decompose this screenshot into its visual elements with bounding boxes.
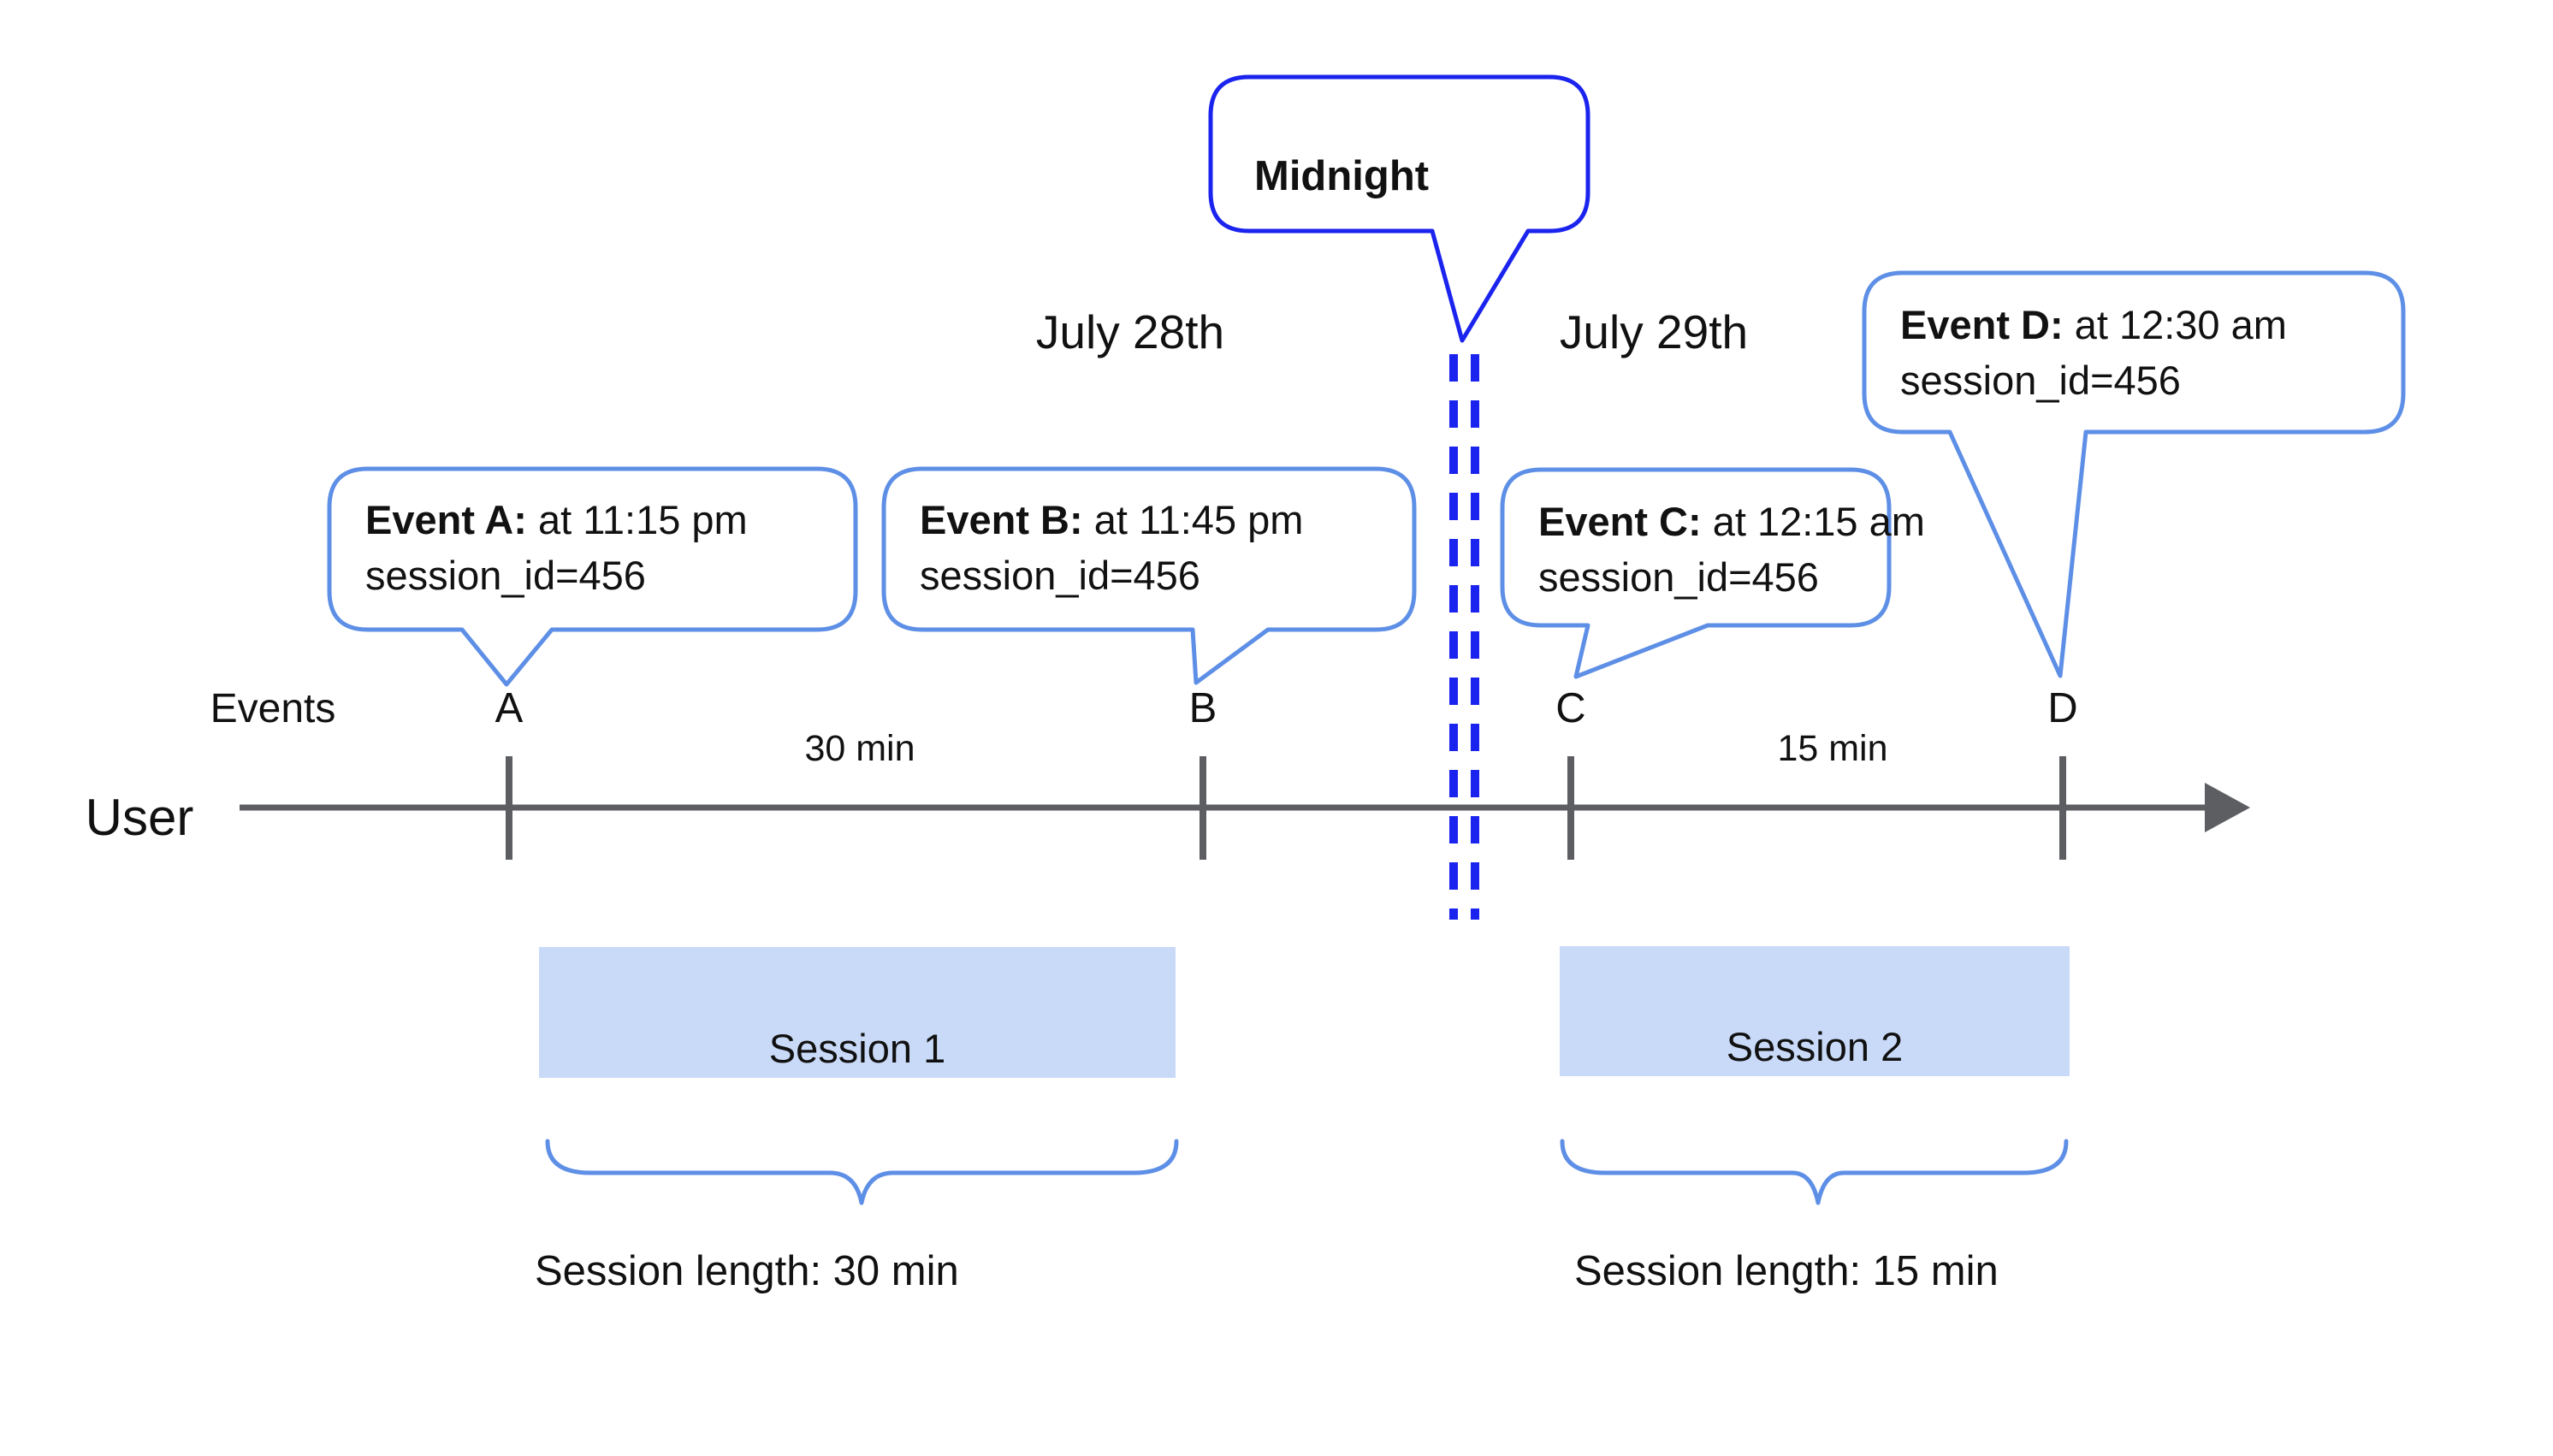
event-c-callout-outline — [1500, 467, 1892, 679]
event-a-callout-outline — [327, 466, 858, 687]
interval-label-15min: 15 min — [1777, 728, 1888, 769]
session-1-label: Session 1 — [768, 1026, 946, 1071]
midnight-callout-label: Midnight — [1254, 153, 1430, 199]
event-d-time: at 12:30 am — [2063, 302, 2287, 347]
event-c-time: at 12:15 am — [1701, 499, 1925, 544]
event-a-time: at 11:15 pm — [526, 497, 748, 542]
midnight-callout-outline — [1208, 74, 1590, 343]
event-b-callout-text: Event B: at 11:45 pm session_id=456 — [920, 492, 1303, 603]
user-axis-label: User — [85, 789, 194, 846]
session-1-box: Session 1 — [539, 947, 1176, 1078]
event-a-session-id: session_id=456 — [365, 553, 646, 598]
date-label-july-29: July 29th — [1559, 305, 1749, 358]
session-2-label: Session 2 — [1726, 1024, 1904, 1069]
event-b-name: Event B: — [920, 497, 1083, 542]
brace-session-1 — [545, 1139, 1179, 1205]
event-c-name: Event C: — [1538, 499, 1702, 544]
interval-label-30min: 30 min — [804, 728, 915, 769]
session-1-length-label: Session length: 30 min — [535, 1248, 959, 1294]
event-d-line-1: Event D: at 12:30 am — [1900, 297, 2287, 352]
event-c-callout-text: Event C: at 12:15 am session_id=456 — [1538, 494, 1925, 605]
event-d-name: Event D: — [1900, 302, 2064, 347]
event-c-session-id: session_id=456 — [1538, 554, 1819, 600]
event-a-line-1: Event A: at 11:15 pm — [365, 492, 748, 547]
date-label-july-28: July 28th — [1035, 305, 1225, 358]
event-letter-b: B — [1188, 685, 1217, 731]
event-letter-a: A — [495, 685, 524, 731]
event-a-callout-text: Event A: at 11:15 pm session_id=456 — [365, 492, 748, 603]
event-letter-d: D — [2047, 685, 2078, 731]
event-a-name: Event A: — [365, 497, 527, 542]
brace-session-2 — [1560, 1139, 2069, 1205]
events-axis-label: Events — [210, 686, 336, 731]
event-c-line-1: Event C: at 12:15 am — [1538, 494, 1925, 549]
event-letter-c: C — [1555, 685, 1586, 731]
session-2-box: Session 2 — [1560, 946, 2070, 1076]
event-b-time: at 11:45 pm — [1082, 497, 1304, 542]
event-d-session-id: session_id=456 — [1900, 358, 2181, 403]
event-b-session-id: session_id=456 — [920, 553, 1200, 598]
event-d-callout-outline — [1862, 270, 2406, 678]
timeline-arrowhead-icon — [2205, 783, 2250, 832]
event-b-line-1: Event B: at 11:45 pm — [920, 492, 1303, 547]
event-b-callout-outline — [881, 466, 1417, 685]
session-2-length-label: Session length: 15 min — [1574, 1248, 1999, 1294]
event-d-callout-text: Event D: at 12:30 am session_id=456 — [1900, 297, 2287, 408]
